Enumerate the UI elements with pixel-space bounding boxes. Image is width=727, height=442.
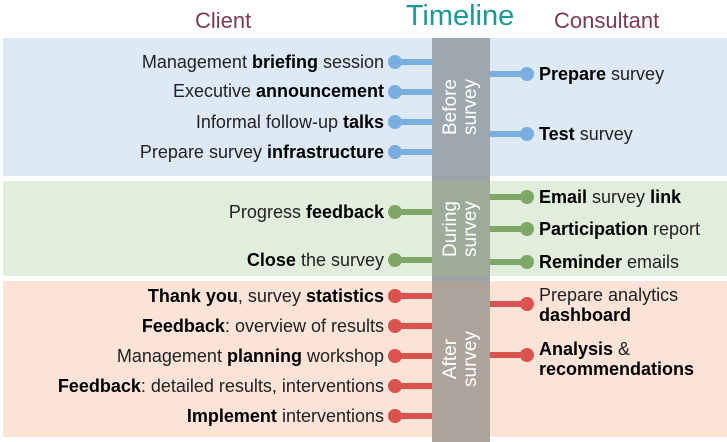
connector-dot: [520, 190, 534, 204]
phase-label-during: During survey: [439, 200, 481, 257]
connector-line: [395, 89, 432, 95]
client-item: Feedback: overview of results: [141, 316, 384, 336]
connector-dot: [520, 348, 534, 362]
connector-line: [490, 259, 526, 265]
spine-during: [432, 181, 490, 276]
consultant-item: Prepare survey: [539, 64, 665, 84]
connector-line: [490, 226, 526, 232]
client-column-header: Client: [195, 8, 252, 33]
connector-dot: [520, 222, 534, 236]
client-item: Progress feedback: [228, 202, 384, 222]
after-survey-band: [3, 281, 727, 437]
consultant-item: Analysis &recommendations: [539, 339, 695, 379]
connector-line: [395, 413, 432, 419]
consultant-item: Reminder emails: [539, 252, 680, 272]
client-item: Implement interventions: [186, 406, 384, 426]
connector-line: [395, 257, 432, 263]
connector-line: [395, 59, 432, 65]
connector-line: [490, 301, 526, 307]
client-item: Management briefing session: [141, 52, 384, 72]
connector-line: [395, 323, 432, 329]
before-survey-band: [3, 38, 727, 176]
connector-line: [395, 383, 432, 389]
connector-line: [490, 352, 526, 358]
connector-line: [490, 194, 526, 200]
client-item: Management planning workshop: [116, 346, 384, 366]
spine-before: [432, 38, 490, 176]
connector-line: [395, 209, 432, 215]
client-item: Prepare survey infrastructure: [139, 142, 384, 162]
connector-dot: [520, 297, 534, 311]
connector-line: [395, 149, 432, 155]
connector-dot: [520, 67, 534, 81]
during-survey-band: [3, 181, 727, 276]
consultant-column-header: Consultant: [554, 8, 660, 33]
timeline-title: Timeline: [405, 0, 515, 32]
connector-dot: [520, 255, 534, 269]
connector-line: [395, 119, 432, 125]
connector-line: [490, 71, 526, 77]
connector-dot: [520, 127, 534, 141]
client-item: Informal follow-up talks: [195, 112, 384, 132]
client-item: Thank you, survey statistics: [147, 286, 384, 306]
connector-line: [395, 353, 432, 359]
consultant-item: Participation report: [539, 219, 701, 239]
phase-label-before: Before survey: [439, 79, 481, 135]
spine-after: [432, 281, 490, 442]
client-item: Close the survey: [246, 250, 384, 270]
consultant-item: Email survey link: [539, 187, 682, 207]
client-item: Executive announcement: [172, 81, 384, 101]
client-item: Feedback: detailed results, intervention…: [57, 376, 384, 396]
connector-line: [395, 293, 432, 299]
connector-line: [490, 131, 526, 137]
phase-label-after: After survey: [440, 331, 481, 387]
consultant-item: Test survey: [539, 124, 633, 144]
